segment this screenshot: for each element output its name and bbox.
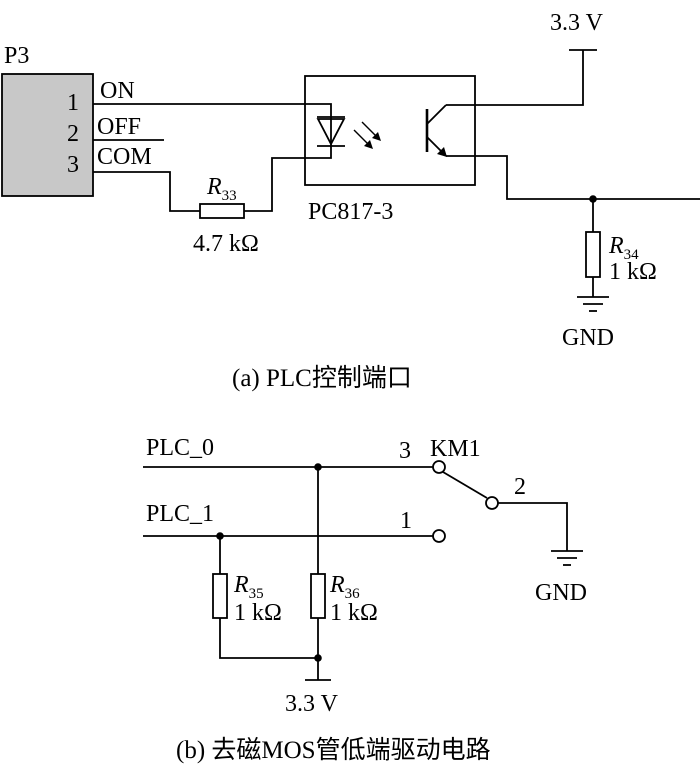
wire-r33-cathode: [244, 146, 332, 212]
input-plc0-label: PLC_0: [146, 435, 214, 461]
resistor-r36: [310, 573, 326, 619]
circuit-a: P3 1 2 3 ON OFF COM R33 4.7 kΩ PC817-3: [1, 10, 700, 392]
resistor-r34: [585, 231, 601, 278]
wire-emitter-output: [446, 155, 700, 200]
junction-supply-b: [314, 654, 322, 662]
ground-label-a: GND: [562, 325, 614, 351]
relay-contact-2: [485, 496, 499, 510]
connector-body: [1, 73, 94, 197]
relay-pin-1: 1: [400, 508, 412, 534]
resistor-r36-label: R36: [329, 572, 360, 602]
wire-com: [93, 171, 200, 212]
resistor-r33-value: 4.7 kΩ: [193, 231, 259, 257]
supply-label-b: 3.3 V: [285, 691, 339, 717]
resistor-r33: [199, 203, 245, 219]
relay-contact-1: [432, 529, 446, 543]
resistor-r33-label: R33: [206, 174, 237, 204]
supply-label-a: 3.3 V: [550, 10, 604, 36]
resistor-r35-value: 1 kΩ: [234, 600, 282, 626]
ground-icon-b: [551, 550, 583, 566]
relay-pin-2: 2: [514, 474, 526, 500]
optocoupler-transistor-icon: [425, 104, 447, 157]
input-plc1-label: PLC_1: [146, 501, 214, 527]
wire-relay-ground: [498, 502, 568, 551]
optocoupler-label: PC817-3: [308, 199, 393, 225]
connector-pin-3-label: COM: [97, 144, 152, 170]
optocoupler-led-icon: [316, 116, 381, 149]
resistor-r34-label: R34: [608, 233, 639, 263]
optocoupler-body: [304, 75, 476, 186]
relay-switch-arm: [442, 471, 488, 499]
ground-label-b: GND: [535, 580, 587, 606]
connector-pin-1-label: ON: [100, 78, 135, 104]
resistor-r36-value: 1 kΩ: [330, 600, 378, 626]
caption-a: (a) PLC控制端口: [232, 364, 412, 392]
relay-pin-3: 3: [399, 438, 411, 464]
caption-b: (b) 去磁MOS管低端驱动电路: [176, 736, 491, 764]
resistor-r35: [212, 573, 228, 619]
connector-pin-1-number: 1: [67, 90, 79, 116]
ground-icon: [577, 296, 609, 312]
resistor-r34-value: 1 kΩ: [609, 259, 657, 285]
connector-pin-2-label: OFF: [97, 114, 141, 140]
wire-collector-supply: [446, 50, 584, 106]
connector-pin-2-number: 2: [67, 121, 79, 147]
circuit-b: PLC_0 PLC_1 3 1 2 KM1 GND R35 1 kΩ R36: [143, 435, 587, 764]
resistor-r35-label: R35: [233, 572, 264, 602]
connector-pin-3-number: 3: [67, 152, 79, 178]
wire-r35-bottom: [219, 618, 318, 659]
relay-contact-3: [432, 460, 446, 474]
connector-label: P3: [4, 43, 29, 69]
wire-on: [93, 103, 332, 117]
relay-label: KM1: [430, 436, 481, 462]
